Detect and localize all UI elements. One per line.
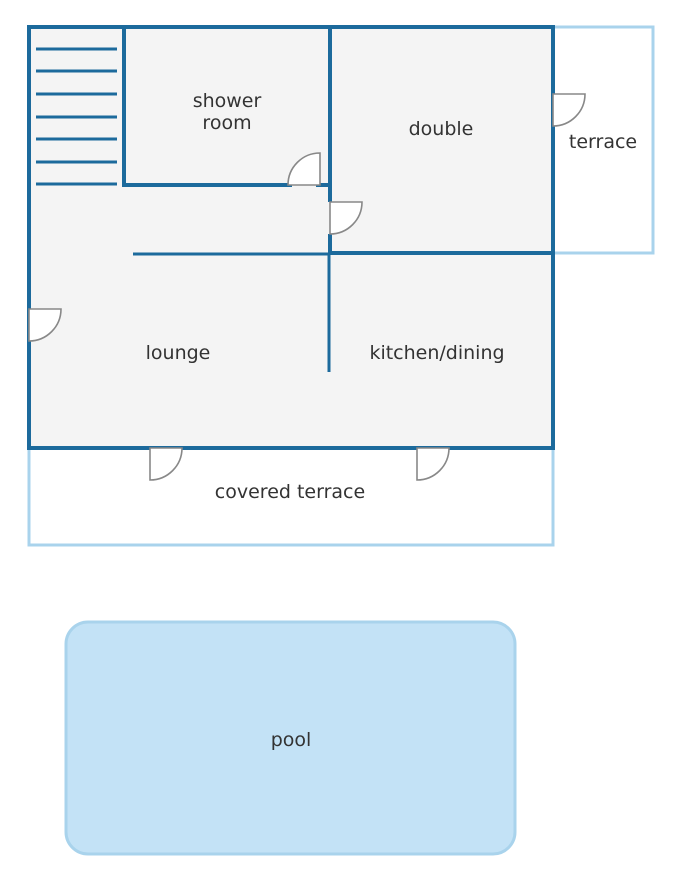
- door-lounge-terrace: [149, 447, 183, 481]
- door-shower-room: [287, 152, 321, 186]
- terrace-area: [551, 25, 655, 255]
- pool-area: [64, 620, 517, 856]
- door-kitchen-terrace: [416, 447, 450, 481]
- label-pool: pool: [271, 729, 312, 751]
- door-entrance: [28, 308, 62, 342]
- interior-floor: [29, 27, 553, 448]
- label-covered-terrace: covered terrace: [215, 481, 365, 503]
- label-lounge: lounge: [146, 342, 211, 364]
- outer-wall: [27, 25, 555, 450]
- door-terrace: [552, 93, 586, 127]
- door-double: [329, 201, 363, 235]
- label-double: double: [409, 118, 474, 140]
- label-shower-room-line1: shower: [193, 90, 262, 112]
- covered-terrace-area: [27, 446, 555, 547]
- staircase: [36, 47, 117, 186]
- label-kitchen-dining: kitchen/dining: [369, 342, 504, 364]
- label-shower-room-line2: room: [202, 112, 251, 134]
- label-terrace: terrace: [569, 131, 637, 153]
